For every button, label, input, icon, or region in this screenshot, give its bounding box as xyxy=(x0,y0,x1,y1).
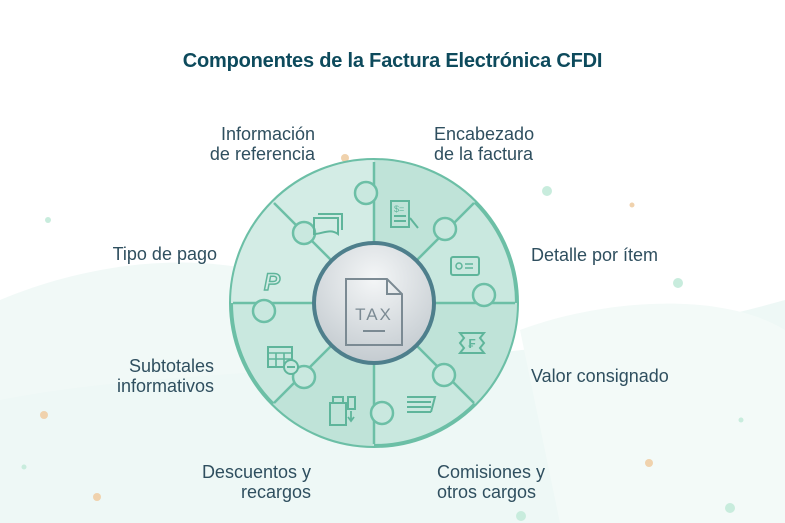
label-line: Subtotales xyxy=(128,356,214,376)
label-line: de la factura xyxy=(434,144,534,164)
svg-text:P: P xyxy=(264,269,281,296)
paypal-icon: P xyxy=(263,268,282,296)
label-tipo-pago: Tipo de pago xyxy=(112,244,217,264)
label-line: Comisiones y xyxy=(437,462,546,482)
label-line: recargos xyxy=(240,482,311,502)
page-title: Componentes de la Factura Electrónica CF… xyxy=(182,50,603,72)
label-line: Encabezado xyxy=(434,124,535,144)
label-valor-consignado: Valor consignado xyxy=(531,366,669,386)
label-descuentos-recargos: Descuentos y recargos xyxy=(110,462,311,502)
label-line: de referencia xyxy=(209,144,315,164)
money-stack-icon xyxy=(407,396,437,413)
currency-ticket-icon: ₣ xyxy=(457,332,487,354)
label-encabezado-factura: Encabezado de la factura xyxy=(434,124,634,164)
svg-text:TAX: TAX xyxy=(355,305,393,324)
table-minus-icon xyxy=(267,346,299,375)
svg-text:$=: $= xyxy=(394,204,404,214)
label-detalle-item: Detalle por ítem xyxy=(531,245,659,265)
label-line: Descuentos y xyxy=(201,462,311,482)
id-card-icon xyxy=(450,256,480,276)
documents-icon xyxy=(313,213,343,236)
label-informacion-referencia: Información de referencia xyxy=(150,124,315,164)
pos-terminal-icon xyxy=(329,396,356,426)
invoice-hand-icon: $= xyxy=(390,200,419,229)
label-line: Información xyxy=(220,124,315,144)
tax-document-icon: TAX xyxy=(345,278,403,346)
label-subtotales-informativos: Subtotales informativos xyxy=(60,356,214,396)
label-comisiones-cargos: Comisiones y otros cargos xyxy=(437,462,637,502)
label-line: informativos xyxy=(116,376,214,396)
label-line: otros cargos xyxy=(437,482,537,502)
svg-text:₣: ₣ xyxy=(468,336,475,351)
